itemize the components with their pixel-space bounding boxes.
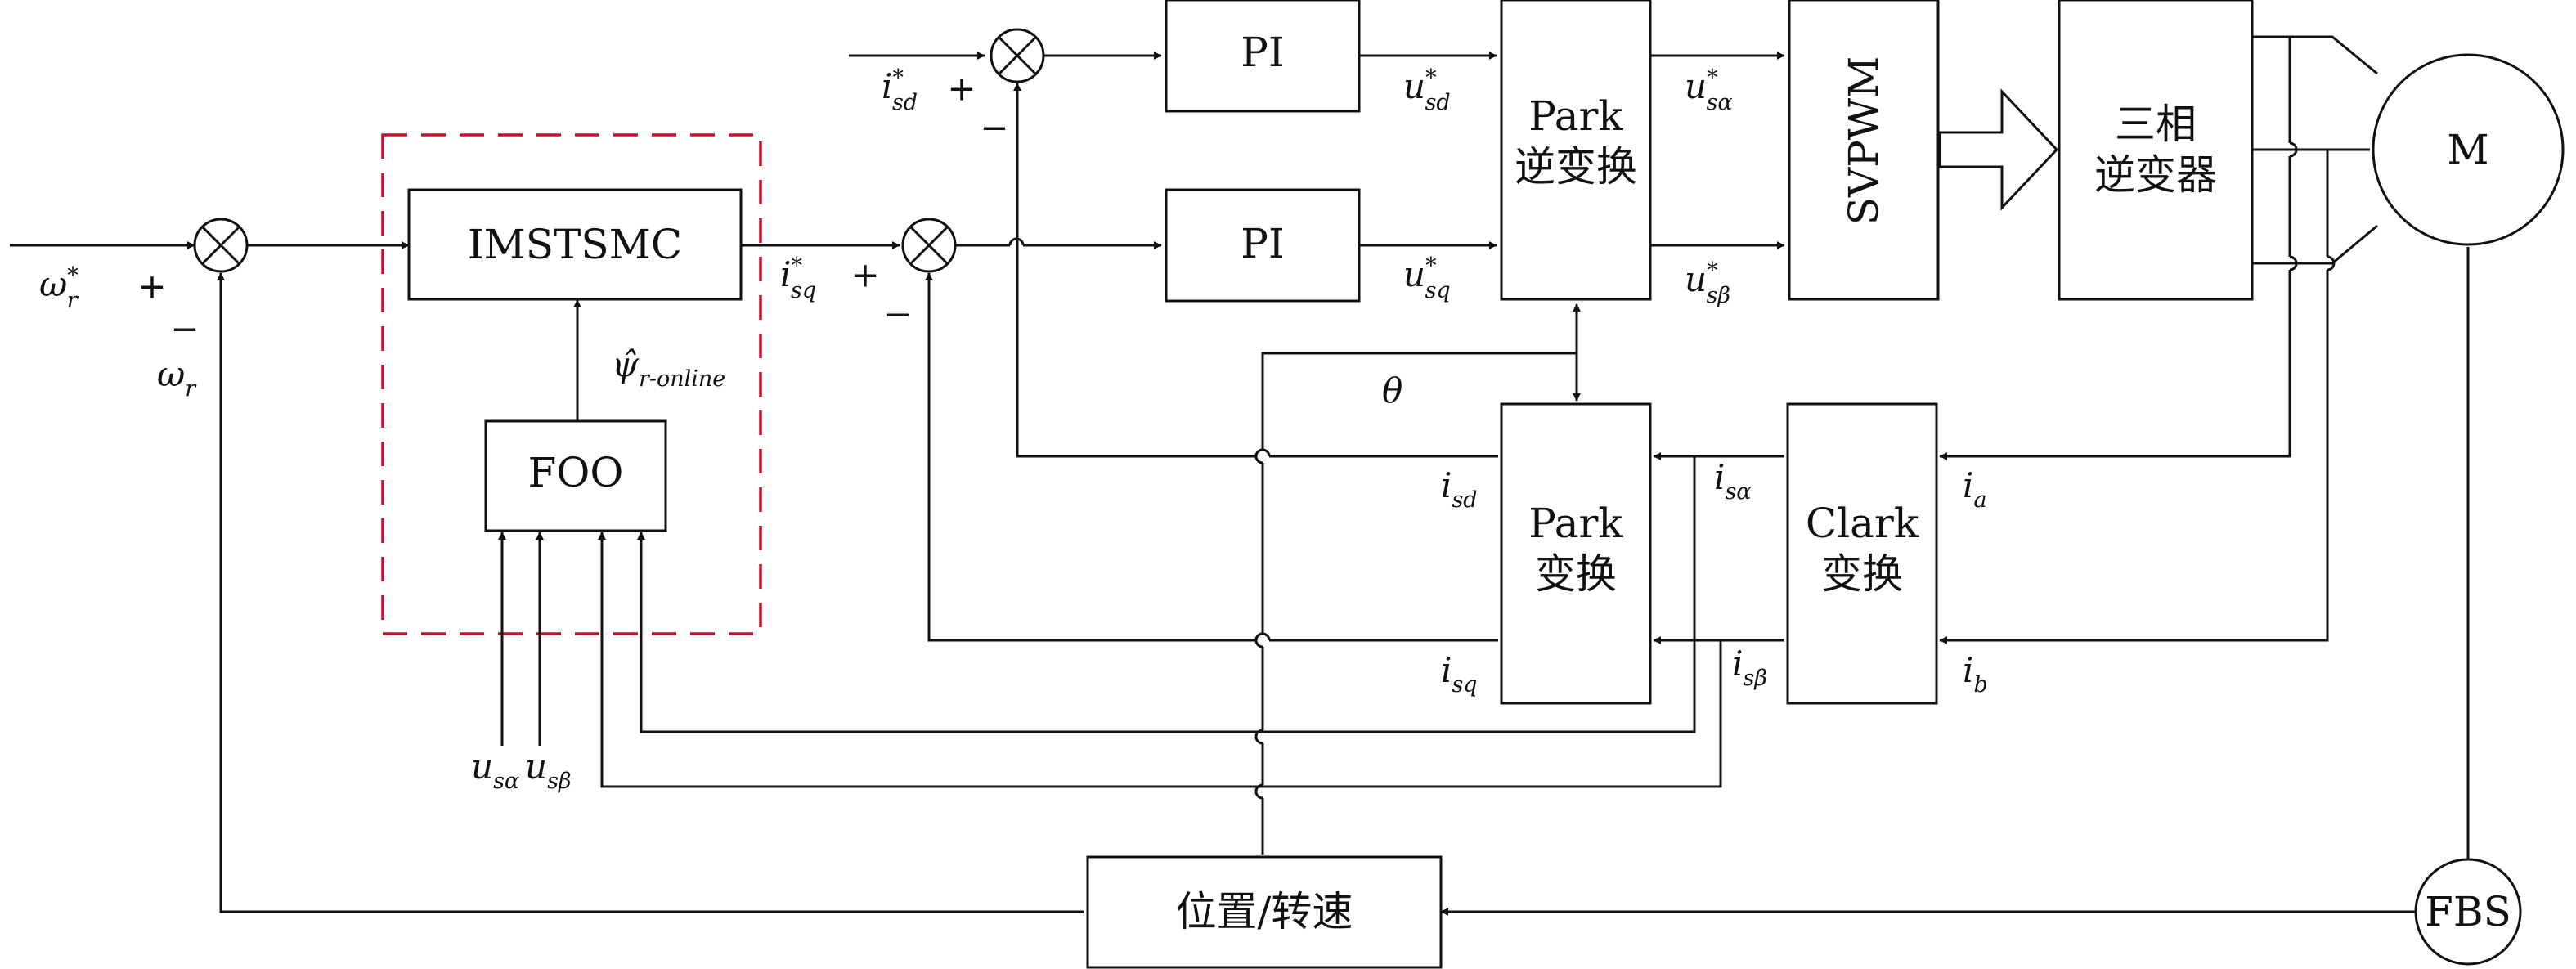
position-speed-block: 位置/转速: [1086, 855, 1443, 969]
wire-isalpha-to-foo: [637, 456, 1696, 733]
wire-ia: [1939, 270, 2291, 460]
isbeta-label: isβ: [1732, 644, 1767, 691]
clark-label-1: Clark: [1806, 500, 1919, 547]
theta-label: θ: [1382, 370, 1402, 410]
isd-ref-label: i*sd: [882, 65, 918, 115]
fbs-sensor: FBS: [2414, 858, 2522, 966]
park-label-1: Park: [1528, 500, 1623, 547]
inverse-park-block: Park 逆变换: [1500, 0, 1652, 301]
isd-label: isd: [1441, 465, 1478, 513]
sum3-minus-sign: −: [980, 108, 1008, 148]
usd-ref-label: u*sd: [1403, 65, 1451, 115]
imstsmc-block: IMSTSMC: [407, 188, 743, 301]
sum2-plus-sign: +: [850, 255, 879, 295]
ib-label: ib: [1963, 650, 1988, 698]
clark-label-2: 变换: [1821, 550, 1903, 598]
foo-block: FOO: [484, 419, 667, 532]
speed-sum-junction: [193, 218, 249, 273]
isq-ref-label: i*sq: [780, 253, 816, 303]
clark-block: Clark 变换: [1786, 402, 1938, 705]
ia-label: ia: [1963, 465, 1987, 513]
pi-d-block: PI: [1165, 0, 1361, 113]
isq-label: isq: [1441, 650, 1478, 698]
inverse-park-label-2: 逆变换: [1515, 143, 1637, 191]
fbs-label: FBS: [2425, 888, 2511, 935]
omega-feedback-label: ωr: [157, 354, 197, 402]
inverter-label-1: 三相: [2115, 101, 2197, 148]
sum2-minus-sign: −: [883, 294, 912, 334]
pi-q-block: PI: [1165, 188, 1361, 303]
wire-isq-fb-b: [925, 272, 1256, 642]
omega-ref-label: ω*r: [39, 263, 79, 313]
usalpha-ref-label: u*sα: [1685, 65, 1733, 115]
svpwm-label: SVPWM: [1840, 56, 1887, 226]
inverter-block: 三相 逆变器: [2058, 0, 2254, 301]
pi-q-label: PI: [1241, 220, 1284, 267]
position-speed-label: 位置/转速: [1176, 888, 1353, 935]
observer-boundary: [381, 133, 762, 635]
wire-theta-hop2: [1254, 729, 1263, 745]
usbeta-ref-label: u*sβ: [1685, 258, 1730, 308]
wire-ib-hop: [2327, 255, 2336, 271]
wire-theta-h: [1261, 352, 1577, 450]
motor-label: M: [2447, 126, 2488, 173]
sum1-plus-sign: +: [137, 267, 166, 307]
psi-hat-label: ψ̂r-online: [612, 344, 725, 392]
foo-label: FOO: [528, 449, 624, 496]
wire-isd-fb-b: [1013, 83, 1256, 458]
wire-phase-a: [2247, 35, 2378, 75]
isalpha-label: isα: [1714, 457, 1752, 505]
wire-ib: [1939, 270, 2329, 644]
wire-isbeta-to-foo: [598, 532, 1722, 788]
wire-theta-hop1: [1254, 783, 1263, 800]
usalpha-label: usα: [471, 747, 519, 794]
imstsmc-label: IMSTSMC: [468, 221, 682, 268]
sum3-plus-sign: +: [947, 69, 976, 109]
wire-theta-hop4: [1254, 448, 1263, 464]
wire-ia-hop2: [2289, 255, 2298, 271]
wire-ia-hop1: [2289, 141, 2298, 158]
inverse-park-label-1: Park: [1528, 92, 1623, 140]
motor: M: [2372, 53, 2565, 246]
park-label-2: 变换: [1535, 550, 1617, 598]
d-current-sum-junction: [990, 28, 1045, 83]
park-block: Park 变换: [1500, 402, 1652, 705]
wire-theta-hop3: [1254, 632, 1263, 648]
wire-omega-feedback: [217, 272, 1084, 913]
sum1-minus-sign: −: [170, 309, 199, 349]
pi-d-label: PI: [1241, 29, 1284, 76]
usbeta-label: usβ: [525, 747, 572, 794]
inverter-label-2: 逆变器: [2094, 151, 2217, 199]
usq-ref-label: u*sq: [1403, 253, 1451, 303]
svpwm-output-arrow: [1938, 88, 2059, 211]
svpwm-block: SVPWM: [1788, 0, 1940, 301]
wire-phase-c: [2247, 224, 2378, 265]
wires: [10, 35, 2470, 916]
q-current-sum-junction: [901, 218, 957, 273]
